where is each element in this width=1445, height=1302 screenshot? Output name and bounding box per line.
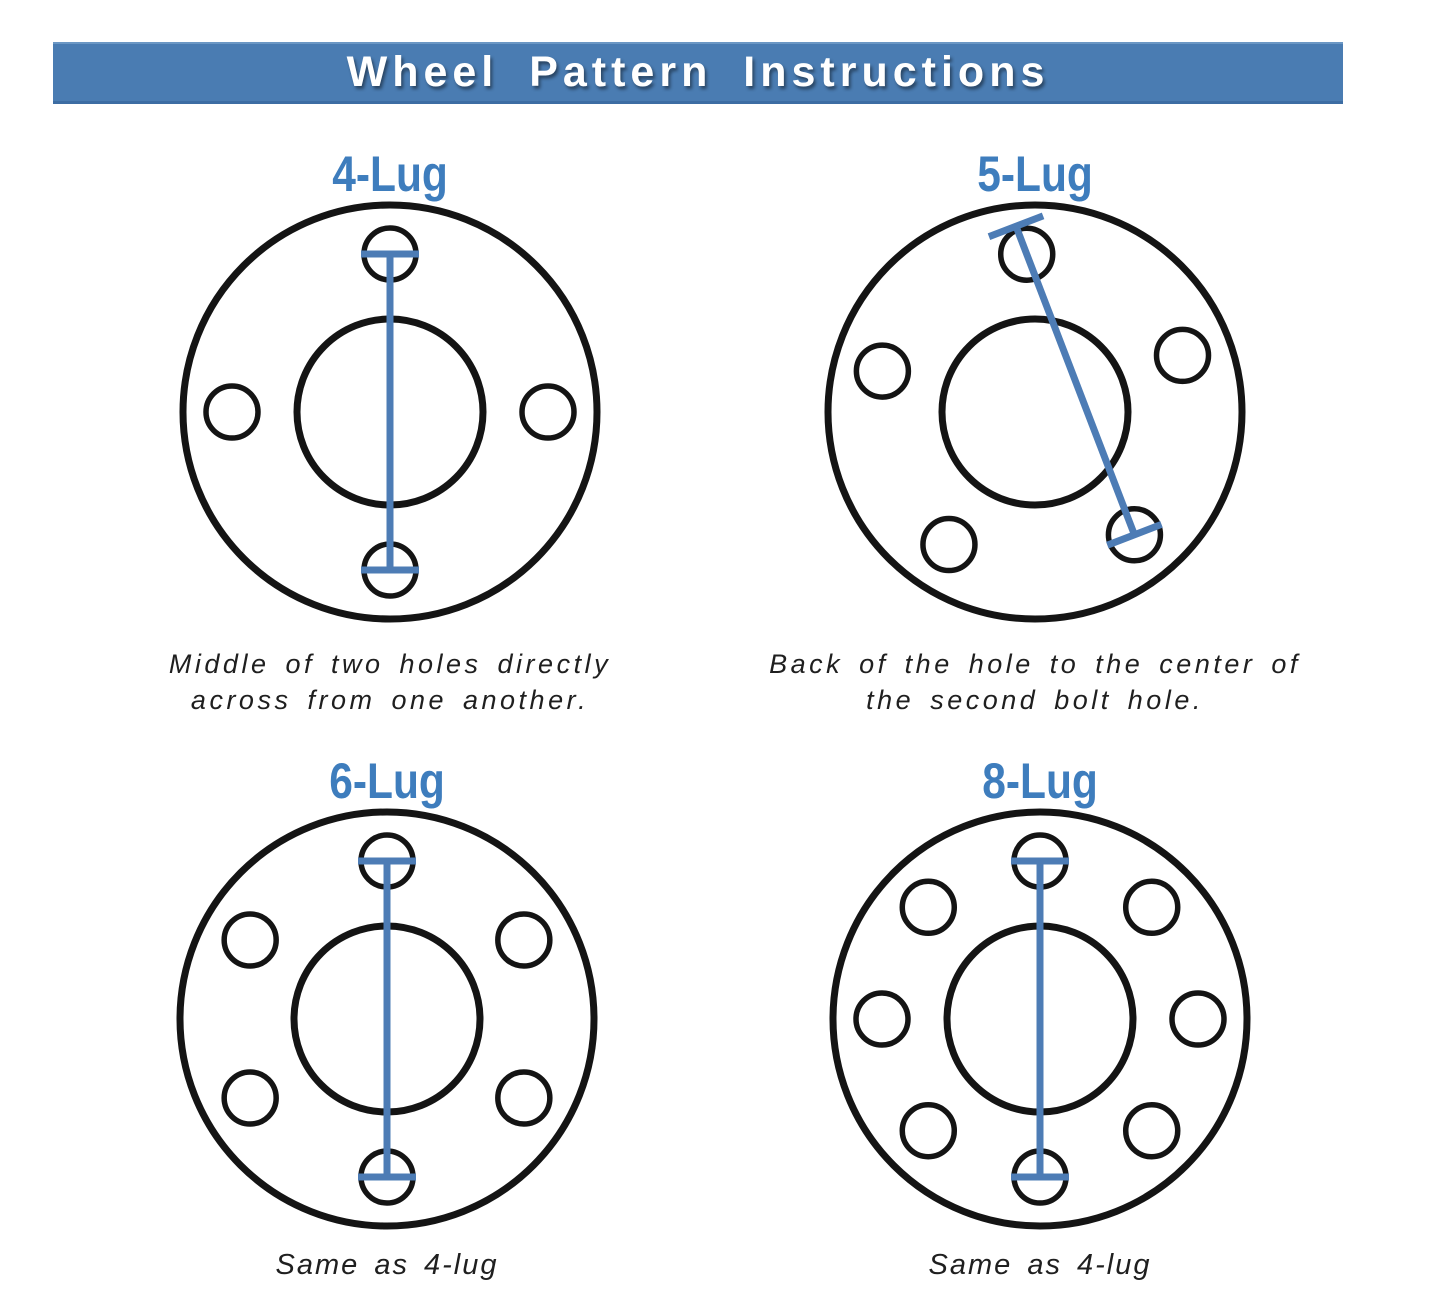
wheel-panel-8-lug: 8-Lug Same as 4-lug [770, 755, 1310, 1283]
measurement-tick [987, 212, 1045, 240]
page-title: Wheel Pattern Instructions [346, 48, 1050, 96]
wheel-panel-6-lug: 6-Lug Same as 4-lug [117, 755, 657, 1283]
title-bar: Wheel Pattern Instructions [53, 42, 1343, 104]
hub-outer-circle [829, 808, 1251, 1230]
wheel-label-6-lug: 6-Lug [329, 753, 445, 809]
wheel-diagram-5-lug [824, 201, 1246, 623]
wheel-caption-5-lug: Back of the hole to the center of the se… [769, 649, 1301, 715]
hub-outer-circle [176, 808, 598, 1230]
bolt-hole [203, 383, 261, 441]
bolt-hole [221, 911, 279, 969]
bolt-hole [1105, 506, 1164, 564]
bolt-hole [853, 990, 911, 1048]
hub-outer-circle [179, 201, 601, 623]
wheel-label-8-lug: 8-Lug [982, 753, 1098, 809]
bolt-hole [221, 1069, 279, 1127]
bolt-hole [899, 878, 958, 937]
wheel-diagram-8-lug [829, 808, 1251, 1230]
bolt-hole [920, 515, 978, 574]
wheel-label-4-lug: 4-Lug [332, 146, 448, 202]
wheel-diagram-6-lug [176, 808, 598, 1230]
hub-outer-circle [824, 201, 1246, 623]
wheel-caption-4-lug: Middle of two holes directly across from… [168, 649, 612, 715]
wheel-panel-4-lug: 4-Lug Middle of two holes directly acros… [120, 148, 660, 718]
bolt-hole [1169, 990, 1227, 1048]
bolt-hole [1122, 1101, 1181, 1160]
bolt-hole [853, 342, 912, 400]
wheel-label-5-lug: 5-Lug [977, 146, 1093, 202]
bolt-hole [899, 1101, 958, 1160]
bolt-hole [495, 1069, 553, 1127]
bolt-hole [1122, 878, 1181, 937]
measurement-line [1012, 225, 1138, 537]
measurement-tick [1106, 521, 1163, 549]
wheel-panel-5-lug: 5-Lug Back of the hole to the center of … [765, 148, 1305, 718]
hub-center-bore [938, 315, 1132, 509]
wheel-caption-6-lug: Same as 4-lug [275, 1249, 499, 1281]
bolt-hole [1153, 326, 1212, 385]
bolt-hole [519, 383, 577, 441]
bolt-hole [495, 911, 553, 969]
wheel-caption-8-lug: Same as 4-lug [928, 1249, 1152, 1281]
bolt-hole [997, 225, 1056, 283]
wheel-diagram-4-lug [179, 201, 601, 623]
